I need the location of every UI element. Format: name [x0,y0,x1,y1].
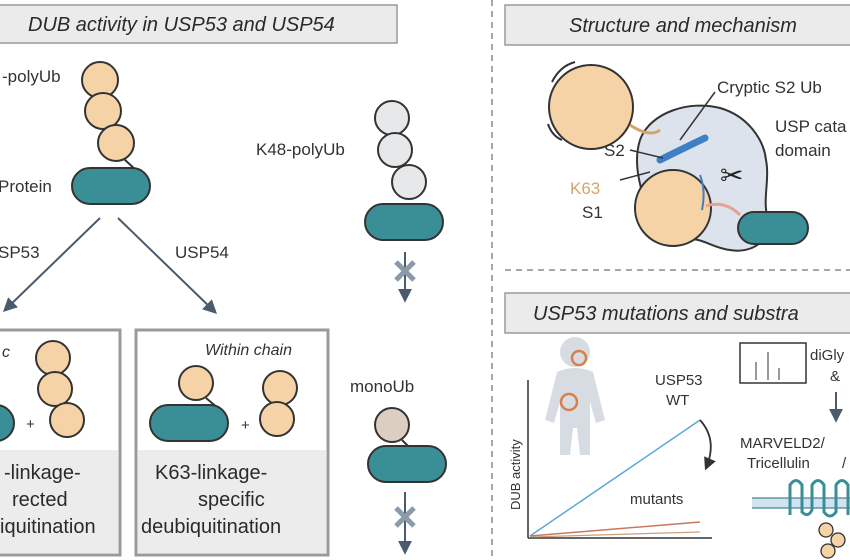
cryptic-ub-icon [548,64,634,150]
dub-title: DUB activity in USP53 and USP54 [28,14,335,36]
k63-linker-icon [705,202,742,217]
protein-icon [364,203,444,241]
block-x-icon [394,506,416,528]
wt-label-1: USP53 [655,372,703,389]
ub-icon [259,401,295,437]
mutations-panel: USP53 mutations and substra DUB activity… [504,292,850,559]
usp54-label: USP54 [175,243,229,262]
ub-linker-icon [629,123,661,135]
marveld-label-1: MARVELD2/ [740,435,826,452]
ub-icon [84,92,122,130]
right-caption-line-1: K63-linkage- [155,462,267,484]
pointer-line [619,171,651,181]
y-axis-label: DUB activity [508,439,523,510]
right-result-caption-bg [138,450,326,553]
protein-icon [0,404,15,442]
ub-icon [49,402,85,438]
ub-icon [262,370,298,406]
mono-ub-icon [374,407,410,443]
left-caption-line-3: iquitination [0,516,96,538]
polyub-label: -polyUb [2,67,61,86]
s2-site-icon [656,134,709,164]
mutant-line [529,521,701,537]
digly-label: diGly [810,347,845,364]
protein-label: Protein [0,177,52,196]
mass-spec-icon [739,342,807,384]
right-caption-line-3: deubiquitination [141,516,281,538]
ub-icon [178,365,214,401]
block-x-icon [394,260,416,282]
tail-ub-icon [818,522,834,538]
motion-mark [547,61,576,141]
slash-label: / [842,455,847,472]
dub-panel: DUB activity in USP53 and USP54 -polyUb … [0,4,447,557]
mutants-label: mutants [630,491,683,508]
liver-marker-icon [570,349,588,367]
pointer-line [679,91,716,141]
cryptic-label: Cryptic S2 Ub [717,78,822,97]
k48-ub-icon [374,100,410,136]
ub-icon [37,371,73,407]
usp-label-1: USP cata [775,117,847,136]
scissors-icon: ✂ [720,159,743,192]
usp54-arrow [117,217,218,314]
ear-marker-icon [559,392,579,412]
protein-icon [149,404,229,442]
decrease-arrow [699,419,716,471]
left-result-caption-bg [0,450,118,553]
left-caption-line-2: rected [12,489,68,511]
usp-label-2: domain [775,141,831,160]
s1-site-icon [699,174,705,211]
usp53-label: SP53 [0,243,40,262]
protein-icon [737,211,809,245]
mutant-line-2 [529,531,701,538]
left-plus: + [26,416,35,433]
dub-title-box [0,4,398,44]
tetraspan-protein-icon [788,479,850,518]
structure-panel: Structure and mechanism ✂ Cryptic S2 Ub … [504,4,850,252]
marveld-label-2: Tricellulin [747,455,810,472]
s2-label: S2 [604,141,625,160]
pointer-line [629,149,664,159]
wt-label-2: WT [666,392,689,409]
k48-ub-icon [377,132,413,168]
structure-title: Structure and mechanism [569,15,797,37]
left-caption-line-1: -linkage- [4,462,81,484]
s1-label: S1 [582,203,603,222]
protein-icon [367,445,447,483]
k48-ub-icon [391,164,427,200]
ub-icon [35,340,71,376]
k63-label: K63 [570,179,600,198]
structure-title-box [504,4,850,46]
tail-ub-icon [820,543,836,559]
left-box-tag: c [2,344,10,361]
wt-line [529,419,701,537]
tail-ub-icon [830,532,846,548]
s1-ub-icon [634,169,712,247]
monoub-label: monoUb [350,377,414,396]
right-caption-line-2: specific [198,489,265,511]
mutations-title: USP53 mutations and substra [533,303,799,325]
k48-label: K48-polyUb [256,140,345,159]
ub-icon [97,124,135,162]
usp53-arrow [2,217,101,312]
mutations-title-box [504,292,850,334]
right-plus: + [241,417,250,434]
protein-icon [71,167,151,205]
right-box-tag: Within chain [205,342,292,359]
amp-label: & [830,368,840,385]
